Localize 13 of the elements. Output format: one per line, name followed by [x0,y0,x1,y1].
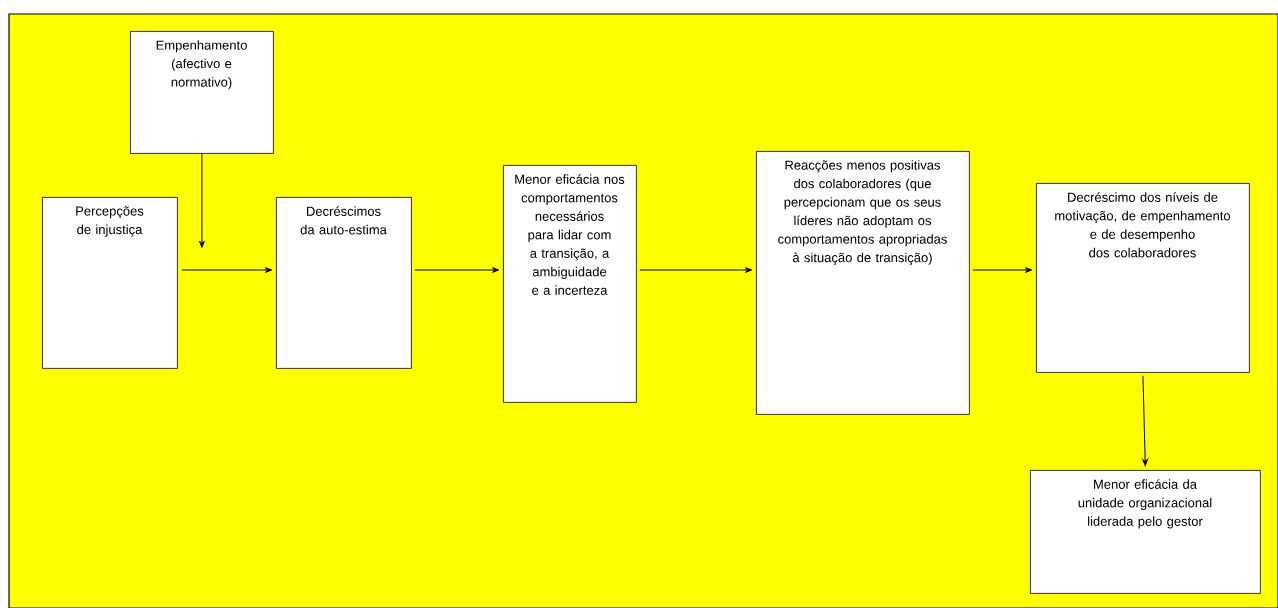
process-box: Decréscimos da auto-estima [276,197,412,369]
arrow [414,267,500,273]
arrow [181,267,273,273]
process-box: Decréscimo dos níveis de motivação, de empenhamento e de desempenho dos colaboradores [1036,183,1250,373]
arrow [972,267,1033,273]
arrow [1142,375,1148,467]
process-box: Menor eficácia nos comportamentos necessários para lidar com a transição, a ambiguidade e a incerteza [503,165,637,403]
process-box: Empenhamento (afectivo e normativo) [130,31,274,154]
arrow [639,267,753,273]
process-box: Percepções de injustiça [42,197,178,369]
process-box: Reacções menos positivas dos colaboradores (que percepcionam que os seus líderes não adoptam os comportamentos apropriadas à situação de transição) [756,151,970,415]
arrow [199,153,205,248]
process-box: Menor eficácia da unidade organizacional liderada pelo gestor [1030,470,1261,594]
